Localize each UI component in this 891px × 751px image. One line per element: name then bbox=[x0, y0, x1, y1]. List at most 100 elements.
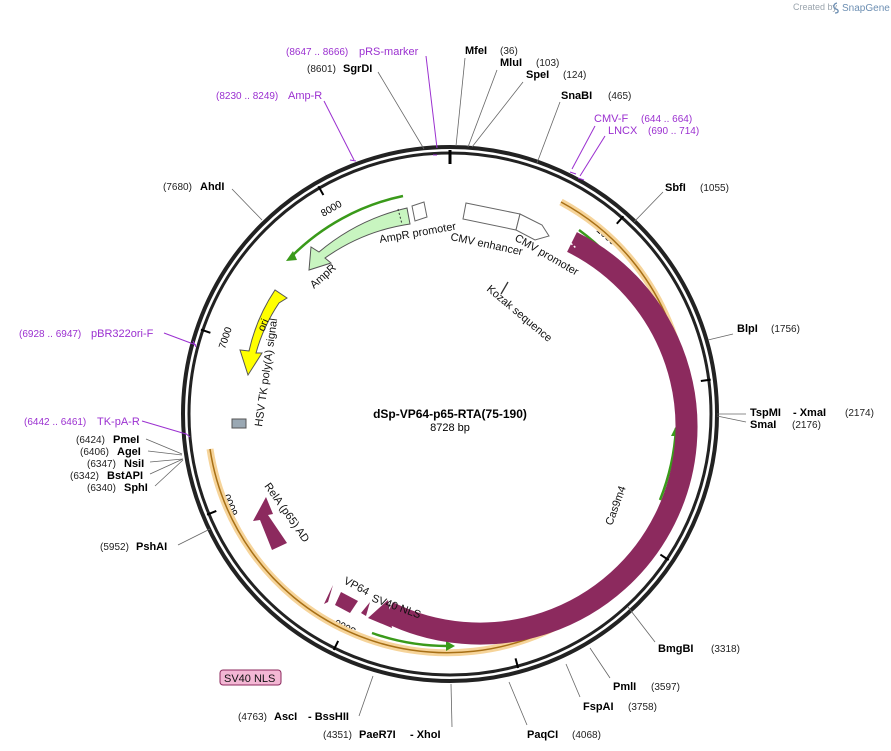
enzyme-sbfi-pos: (1055) bbox=[700, 183, 729, 194]
enzyme-fspai-pos: (3758) bbox=[628, 702, 657, 713]
enzyme-smai-pos: (2176) bbox=[792, 420, 821, 431]
tick-mark-4000 bbox=[514, 658, 520, 669]
vp64-marker-2 bbox=[361, 602, 370, 616]
enzyme-spei-name[interactable]: SpeI bbox=[526, 69, 549, 81]
cmv-enhancer-label[interactable]: CMV enhancer bbox=[449, 231, 524, 258]
kozak-mark bbox=[500, 281, 509, 295]
enzyme-tspmi-pos: (2174) bbox=[845, 408, 874, 419]
enzyme-labels: MfeI (36) MluI (103) SpeI (124) SnaBI (4… bbox=[70, 45, 874, 741]
enzyme-blpi-name[interactable]: BlpI bbox=[737, 323, 758, 335]
ampr-junction bbox=[397, 208, 403, 225]
enzyme-pshai-name[interactable]: PshAI bbox=[136, 541, 167, 553]
primer-tk-pa-r-name[interactable]: TK-pA-R bbox=[97, 416, 140, 428]
enzyme-sphi-name[interactable]: SphI bbox=[124, 482, 148, 494]
cmv-promoter-label[interactable]: CMV promoter bbox=[513, 232, 581, 278]
enzyme-spei-pos: (124) bbox=[563, 70, 586, 81]
primer-amp-r-name[interactable]: Amp-R bbox=[288, 90, 322, 102]
enzyme-pshai-pos: (5952) bbox=[100, 542, 129, 553]
tick-mark-6000 bbox=[206, 509, 217, 516]
enzyme-bmgbi-pos: (3318) bbox=[711, 644, 740, 655]
primer-lncx-range: (690 .. 714) bbox=[648, 126, 699, 137]
enzyme-sbfi-name[interactable]: SbfI bbox=[665, 182, 686, 194]
enzyme-sgrdi-name[interactable]: SgrDI bbox=[343, 63, 372, 75]
enzyme-mlui-name[interactable]: MluI bbox=[500, 57, 522, 69]
tick-label-8000: 8000 bbox=[319, 199, 344, 220]
tick-mark-5000 bbox=[332, 640, 340, 651]
enzyme-paqci-name[interactable]: PaqCI bbox=[527, 729, 558, 741]
enzyme-bmgbi-name[interactable]: BmgBI bbox=[658, 643, 693, 655]
plasmid-name: dSp-VP64-p65-RTA(75-190) bbox=[373, 407, 527, 421]
cmv-enhancer-arrow bbox=[462, 202, 521, 231]
vp64-marker bbox=[324, 585, 333, 604]
enzyme-smai-name[interactable]: SmaI bbox=[750, 419, 776, 431]
enzyme-mfei-name[interactable]: MfeI bbox=[465, 45, 487, 57]
cas9m4-label[interactable]: Cas9m4 bbox=[604, 484, 629, 527]
sv40-nls-callout[interactable]: SV40 NLS bbox=[219, 669, 282, 686]
enzyme-fspai-name[interactable]: FspAI bbox=[583, 701, 614, 713]
ori-label[interactable]: ori bbox=[256, 317, 272, 333]
enzyme-bstapi-name[interactable]: BstAPI bbox=[107, 470, 143, 482]
enzyme-nsii-pos: (6347) bbox=[87, 459, 116, 470]
cas9m4-arrowhead bbox=[368, 600, 392, 628]
tick-mark-3000 bbox=[659, 553, 670, 561]
orf-arrow-3 bbox=[371, 631, 451, 648]
enzyme-paer7i-name[interactable]: PaeR7I bbox=[359, 729, 396, 741]
enzyme-xhoi-name[interactable]: - XhoI bbox=[410, 729, 441, 741]
enzyme-ahdi-name[interactable]: AhdI bbox=[200, 181, 224, 193]
snapgene-logo-icon bbox=[833, 2, 839, 14]
enzyme-xmai-name[interactable]: - XmaI bbox=[793, 407, 826, 419]
rela-feature bbox=[253, 497, 287, 550]
orf-arrowhead-3 bbox=[446, 641, 455, 651]
enzyme-pmli-name[interactable]: PmlI bbox=[613, 681, 636, 693]
primer-labels: (8647 .. 8666) pRS-marker (8230 .. 8249)… bbox=[19, 46, 699, 428]
sv40-nls-callout-box bbox=[219, 669, 282, 686]
cmv-promoter-arrow bbox=[515, 213, 550, 241]
enzyme-tspmi-name[interactable]: TspMI bbox=[750, 407, 781, 419]
ori-feature bbox=[239, 289, 288, 377]
primer-cmv-f-name[interactable]: CMV-F bbox=[594, 113, 629, 125]
ampr-promoter-arrow bbox=[411, 201, 428, 222]
enzyme-asci-name[interactable]: AscI bbox=[274, 711, 297, 723]
enzyme-mlui-pos: (103) bbox=[536, 58, 559, 69]
primer-amp-r-range: (8230 .. 8249) bbox=[216, 91, 278, 102]
snapgene-brand: SnapGene bbox=[842, 3, 890, 14]
enzyme-pmei-pos: (6424) bbox=[76, 435, 105, 446]
enzyme-paer7i-pos: (4351) bbox=[323, 730, 352, 741]
enzyme-paqci-pos: (4068) bbox=[572, 730, 601, 741]
cas9m4-cds bbox=[383, 232, 698, 645]
enzyme-snabi-name[interactable]: SnaBI bbox=[561, 90, 592, 102]
kozak-label[interactable]: Kozak sequence bbox=[484, 283, 554, 344]
enzyme-blpi-pos: (1756) bbox=[771, 324, 800, 335]
enzyme-agei-name[interactable]: AgeI bbox=[117, 446, 141, 458]
primer-lncx-name[interactable]: LNCX bbox=[608, 125, 638, 137]
enzyme-leaders bbox=[145, 57, 747, 728]
plasmid-length: 8728 bp bbox=[430, 422, 470, 434]
cas9m4-junction-1 bbox=[583, 567, 593, 582]
enzyme-bsshii-name[interactable]: - BssHII bbox=[308, 711, 349, 723]
enzyme-sphi-pos: (6340) bbox=[87, 483, 116, 494]
tick-label-7000: 7000 bbox=[217, 325, 235, 350]
enzyme-sgrdi-pos: (8601) bbox=[307, 64, 336, 75]
enzyme-pmei-name[interactable]: PmeI bbox=[113, 434, 139, 446]
enzyme-asci-pos: (4763) bbox=[238, 712, 267, 723]
tick-mark-7000 bbox=[200, 328, 211, 334]
enzyme-agei-pos: (6406) bbox=[80, 447, 109, 458]
tick-mark-1000 bbox=[616, 215, 625, 225]
primer-cmv-f-range: (644 .. 664) bbox=[641, 114, 692, 125]
enzyme-snabi-pos: (465) bbox=[608, 91, 631, 102]
primer-pbr322ori-f-name[interactable]: pBR322ori-F bbox=[91, 328, 154, 340]
enzyme-bstapi-pos: (6342) bbox=[70, 471, 99, 482]
created-by-text: Created by bbox=[793, 2, 838, 12]
tick-mark-2000 bbox=[700, 378, 711, 382]
primer-prs-marker-range: (8647 .. 8666) bbox=[286, 47, 348, 58]
tick-mark-8000 bbox=[317, 185, 325, 196]
enzyme-nsii-name[interactable]: NsiI bbox=[124, 458, 144, 470]
primer-prs-marker-name[interactable]: pRS-marker bbox=[359, 46, 419, 58]
orf-arrowhead-4 bbox=[286, 251, 297, 261]
primer-leaders bbox=[141, 55, 606, 438]
hsv-tk-box bbox=[231, 418, 247, 429]
enzyme-mfei-pos: (36) bbox=[500, 46, 518, 57]
cas9m4-junction-2 bbox=[564, 237, 577, 249]
ampr-feature bbox=[308, 207, 411, 271]
